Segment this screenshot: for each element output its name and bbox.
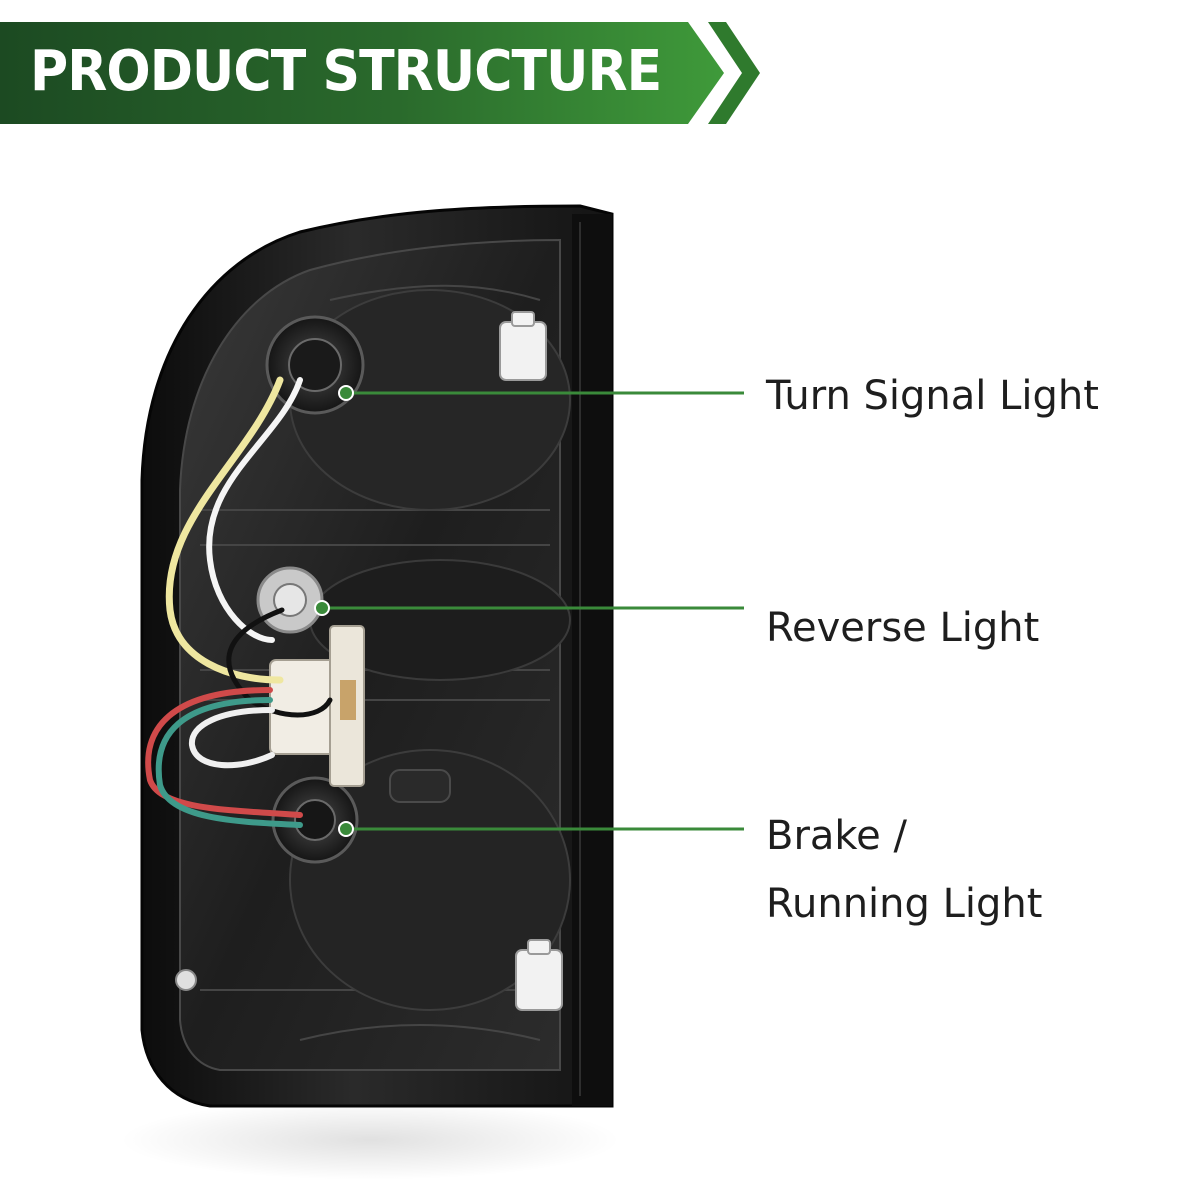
callout-lines (314, 385, 744, 837)
turn-signal-label: Turn Signal Light (766, 373, 1099, 419)
wiring-harness (145, 376, 333, 828)
reverse-callout-dot (314, 600, 330, 616)
page-title: PRODUCT STRUCTURE (30, 39, 662, 104)
lower-bowl (289, 749, 571, 1011)
brake-callout-dot (338, 821, 354, 837)
reverse-light-label: Reverse Light (766, 605, 1040, 651)
mounting-clip-top (499, 311, 547, 381)
chevron-right-icon (708, 22, 760, 124)
floor-shadow (120, 1100, 620, 1180)
banner-background (0, 22, 760, 124)
wire-connector (269, 625, 365, 787)
brake-label: Brake / (766, 813, 907, 859)
mounting-clip-bottom (515, 939, 563, 1011)
header-banner: PRODUCT STRUCTURE (0, 22, 760, 124)
housing-flange (572, 214, 612, 1106)
turn-signal-callout-dot (338, 385, 354, 401)
running-light-label: Running Light (766, 881, 1043, 927)
